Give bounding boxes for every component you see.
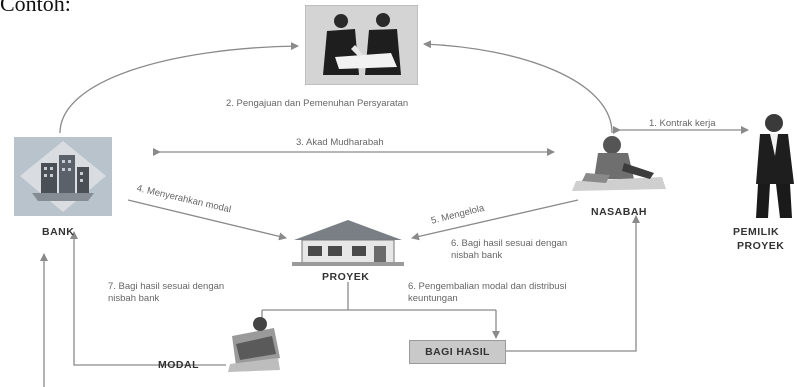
arrow-nasabah-to-proyek [411, 199, 579, 241]
arrow-modal-to-bank [70, 231, 226, 366]
pemilik-proyek-illustration [756, 114, 794, 218]
arrow-nasabah-to-meeting [423, 40, 613, 134]
proyek-house-illustration [292, 220, 404, 266]
flow-label-step7: 7. Bagi hasil sesuai dengan nisbah bank [108, 281, 225, 304]
arrow-bank-to-meeting [59, 42, 299, 134]
arrow-bank-to-proyek [127, 199, 287, 241]
modal-illustration [228, 317, 280, 372]
proyek-label: PROYEK [322, 271, 370, 283]
bank-illustration [14, 137, 112, 216]
nasabah-illustration [572, 136, 666, 191]
flow-label-step1: 1. Kontrak kerja [649, 118, 716, 129]
modal-label: MODAL [158, 359, 199, 371]
arrow-proyek-split [262, 282, 496, 311]
nasabah-label: NASABAH [591, 206, 647, 218]
arrow-bagi-hasil-to-nasabah [504, 215, 640, 352]
bank-label: BANK [42, 226, 75, 238]
diagram-heading: Contoh: [0, 0, 71, 16]
flow-label-step6a: 6. Bagi hasil sesuai dengan nisbah bank [451, 238, 568, 261]
meeting-illustration [305, 5, 418, 85]
flow-label-step2: 2. Pengajuan dan Pemenuhan Persyaratan [226, 98, 409, 109]
pemilik-proyek-label-line1: PEMILIK [733, 226, 780, 238]
pemilik-proyek-label-line2: PROYEK [737, 240, 785, 252]
flow-label-step6b: 6. Pengembalian modal dan distribusi keu… [408, 281, 567, 304]
bagi-hasil-box: BAGI HASIL [409, 340, 506, 364]
flow-label-step3: 3. Akad Mudharabah [296, 137, 384, 148]
bagi-hasil-label: BAGI HASIL [425, 346, 490, 358]
